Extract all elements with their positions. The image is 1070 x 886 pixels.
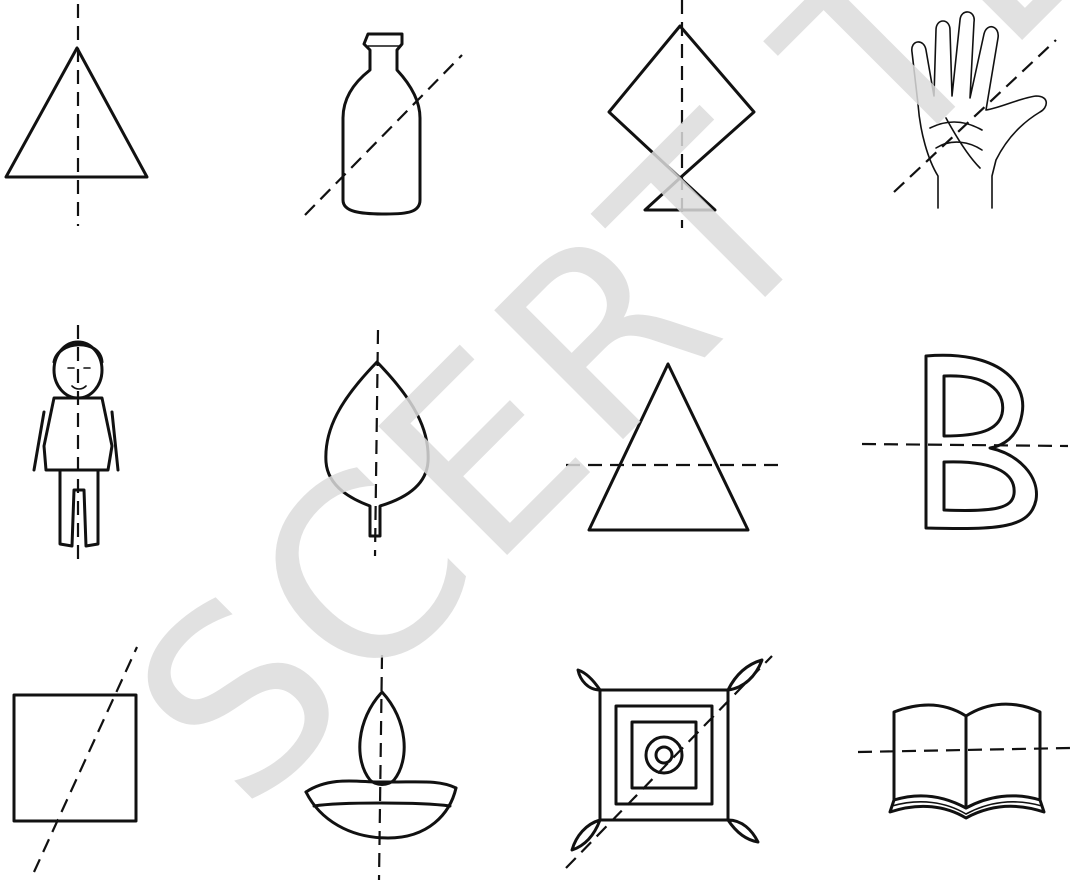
triangle-icon <box>566 364 780 530</box>
hand-icon <box>894 12 1056 208</box>
diagonal-symmetry-line <box>894 40 1056 192</box>
rangoli-icon <box>566 656 772 868</box>
vertical-symmetry-line <box>379 655 382 880</box>
letter-b-icon <box>862 355 1068 528</box>
horizontal-symmetry-line <box>858 748 1070 752</box>
square-icon <box>14 647 137 872</box>
diagonal-symmetry-line <box>34 647 137 872</box>
boy-icon <box>34 325 118 565</box>
bottle-icon <box>305 34 462 215</box>
book-icon <box>858 704 1070 818</box>
diya-lamp-icon <box>306 655 456 880</box>
leaf-icon <box>326 330 428 556</box>
triangle-icon <box>6 4 147 226</box>
kite-icon <box>609 0 754 228</box>
horizontal-symmetry-line <box>862 444 1068 446</box>
diagonal-symmetry-line <box>305 55 462 215</box>
